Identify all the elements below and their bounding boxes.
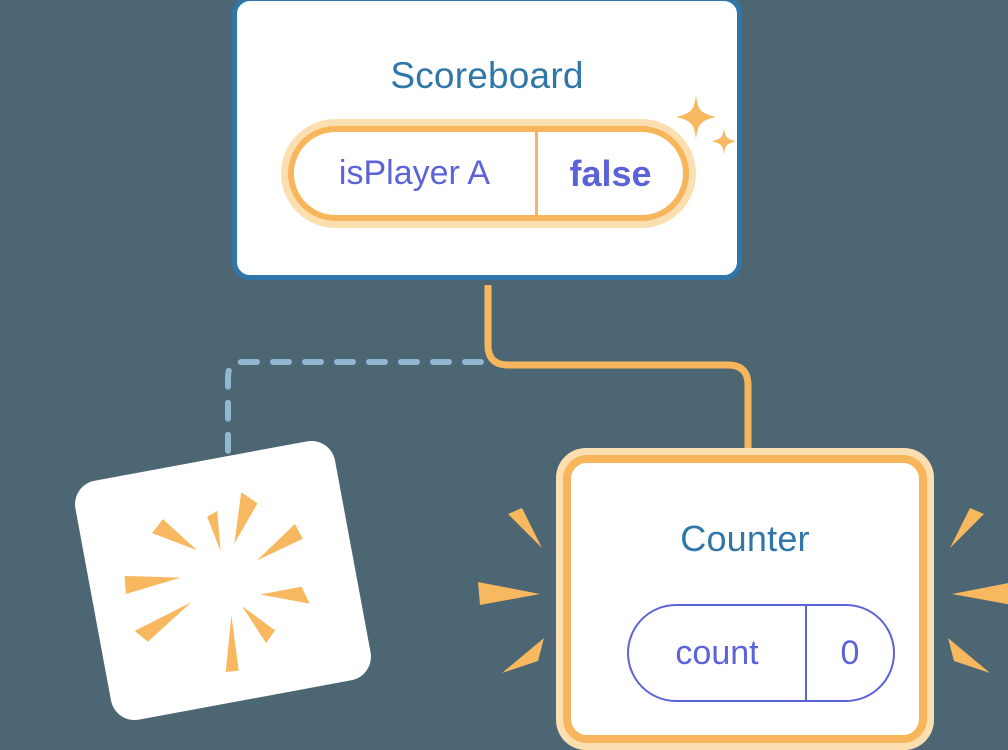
scoreboard-title: Scoreboard [390, 55, 584, 96]
blank-card[interactable] [71, 436, 375, 725]
scoreboard-prop-pill[interactable]: isPlayer A false [281, 119, 696, 228]
counter-prop-key: count [629, 606, 807, 700]
node-scoreboard[interactable]: Scoreboard isPlayer A false [232, 0, 742, 280]
scoreboard-prop-value: false [569, 152, 652, 194]
counter-title: Counter [680, 518, 810, 559]
counter-prop-pill[interactable]: count 0 [627, 604, 895, 702]
counter-prop-value: 0 [840, 633, 860, 672]
scoreboard-prop-key: isPlayer A [294, 132, 538, 215]
scoreboard-pill-body: isPlayer A false [288, 126, 689, 221]
connector-scoreboard-to-counter [484, 285, 752, 470]
node-counter[interactable]: Counter count 0 [556, 448, 934, 750]
counter-card-body: Counter count 0 [563, 455, 927, 743]
